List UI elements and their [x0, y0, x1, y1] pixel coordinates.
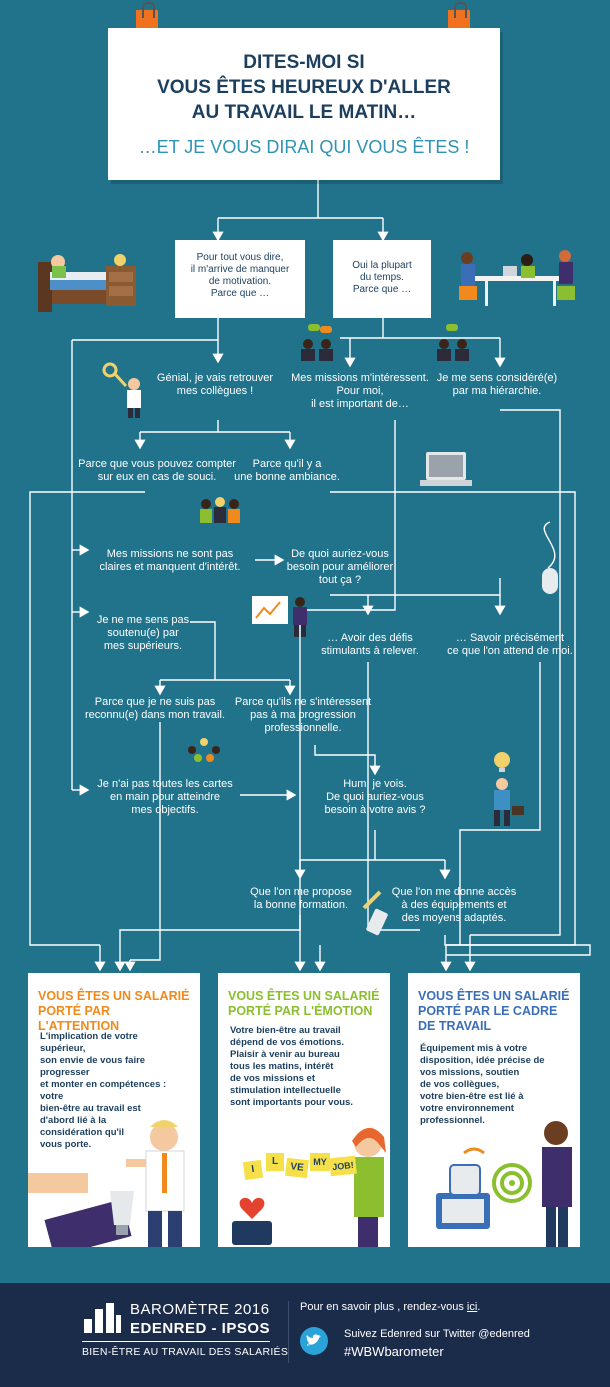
meeting-table-illustration: [459, 250, 575, 306]
more-info-link[interactable]: ici: [466, 1301, 478, 1313]
hashtag-text[interactable]: #WBWbarometer: [344, 1344, 444, 1359]
answer-card-motivation: Pour tout vous dire, il m'arrive de manq…: [175, 240, 305, 318]
node-hum: Hum, je vois. De quoi auriez-vous besoin…: [324, 778, 426, 816]
people-talking-icon: [437, 324, 469, 361]
target-devices-illustration: [436, 1121, 572, 1247]
node-collegues: Génial, je vais retrouver mes collègues …: [156, 372, 274, 397]
node-pas-claires: Mes missions ne sont pas claires et manq…: [99, 548, 241, 573]
result-title: VOUS ÊTES UN SALARIÉ PORTÉ PAR L'ATTENTI…: [38, 989, 190, 1033]
result-card-attention: VOUS ÊTES UN SALARIÉ PORTÉ PAR L'ATTENTI…: [28, 973, 200, 1247]
title-line-3: AU TRAVAIL LE MATIN…: [191, 102, 417, 123]
barometer-logo-icon: [84, 1303, 121, 1333]
thumbs-up-manager-illustration: [28, 1120, 185, 1247]
note-l: L: [266, 1153, 284, 1171]
result-body: Votre bien-être au travail dépend de vos…: [230, 1025, 353, 1108]
result-body: L'implication de votre supérieur, son en…: [40, 1031, 167, 1150]
bed-illustration: [38, 254, 136, 312]
node-defis: … Avoir des défis stimulants à relever.: [321, 632, 419, 657]
footer: BAROMÈTRE 2016 EDENRED - IPSOS BIEN-ÊTRE…: [0, 1283, 610, 1387]
brand-line-2: EDENRED - IPSOS: [130, 1320, 271, 1337]
node-equipements: Que l'on me donne accès à des équipement…: [391, 886, 517, 924]
node-considere: Je me sens considéré(e) par ma hiérarchi…: [436, 372, 558, 397]
node-ameliorer: De quoi auriez-vous besoin pour améliore…: [286, 548, 394, 586]
love-my-job-illustration: [232, 1127, 386, 1247]
twitter-icon[interactable]: [300, 1327, 328, 1355]
result-body: Équipement mis à votre disposition, idée…: [420, 1043, 545, 1126]
idea-bulb-person-icon: [494, 752, 524, 826]
answer-card-yes: Oui la plupart du temps. Parce que …: [333, 240, 431, 318]
chart-presenter-icon: [252, 596, 307, 637]
title-line-2: VOUS ÊTES HEUREUX D'ALLER: [157, 77, 451, 98]
node-savoir: … Savoir précisément ce que l'on attend …: [447, 632, 573, 657]
node-soutenu: Je ne me sens pas soutenu(e) par mes sup…: [96, 614, 190, 652]
node-compter: Parce que vous pouvez compter sur eux en…: [78, 458, 236, 483]
node-missions-interessent: Mes missions m'intéressent. Pour moi, il…: [291, 372, 429, 410]
title-subline: …ET JE VOUS DIRAI QUI VOUS ÊTES !: [138, 137, 470, 157]
result-title: VOUS ÊTES UN SALARIÉ PORTÉ PAR LE CADRE …: [418, 989, 570, 1033]
team-icon: [188, 738, 220, 762]
brand-divider: [82, 1341, 270, 1342]
node-reconnu: Parce que je ne suis pas reconnu(e) dans…: [84, 696, 225, 721]
note-my: MY: [310, 1153, 330, 1171]
title-card: DITES-MOI SI VOUS ÊTES HEUREUX D'ALLER A…: [108, 28, 500, 180]
colleague-group-icon: [200, 497, 240, 523]
note-ve: VE: [285, 1157, 309, 1179]
more-info-text: Pour en savoir plus , rendez-vous ici.: [300, 1301, 481, 1313]
key-person-icon: [102, 362, 141, 418]
pencil-phone-icon: [362, 890, 388, 936]
result-card-emotion: VOUS ÊTES UN SALARIÉ PORTÉ PAR L'ÉMOTION…: [218, 973, 390, 1247]
footer-separator: [288, 1301, 289, 1363]
laptop-icon: [420, 452, 472, 486]
note-i: I: [242, 1159, 264, 1181]
title-line-1: DITES-MOI SI: [243, 52, 365, 73]
note-job: JOB!: [329, 1155, 357, 1177]
brand-line-1: BAROMÈTRE 2016: [130, 1301, 270, 1318]
node-formation: Que l'on me propose la bonne formation.: [250, 886, 352, 911]
mouse-icon: [542, 521, 558, 594]
node-progression: Parce qu'ils ne s'intéressent pas à ma p…: [234, 696, 372, 734]
result-card-cadre: VOUS ÊTES UN SALARIÉ PORTÉ PAR LE CADRE …: [408, 973, 580, 1247]
twitter-follow-text[interactable]: Suivez Edenred sur Twitter @edenred: [344, 1328, 530, 1340]
node-ambiance: Parce qu'il y a une bonne ambiance.: [234, 458, 340, 483]
result-title: VOUS ÊTES UN SALARIÉ PORTÉ PAR L'ÉMOTION: [228, 989, 380, 1018]
node-cartes: Je n'ai pas toutes les cartes en main po…: [97, 778, 233, 816]
brand-line-3: BIEN-ÊTRE AU TRAVAIL DES SALARIÉS: [82, 1346, 289, 1358]
two-people-chat-icon: [301, 324, 333, 361]
